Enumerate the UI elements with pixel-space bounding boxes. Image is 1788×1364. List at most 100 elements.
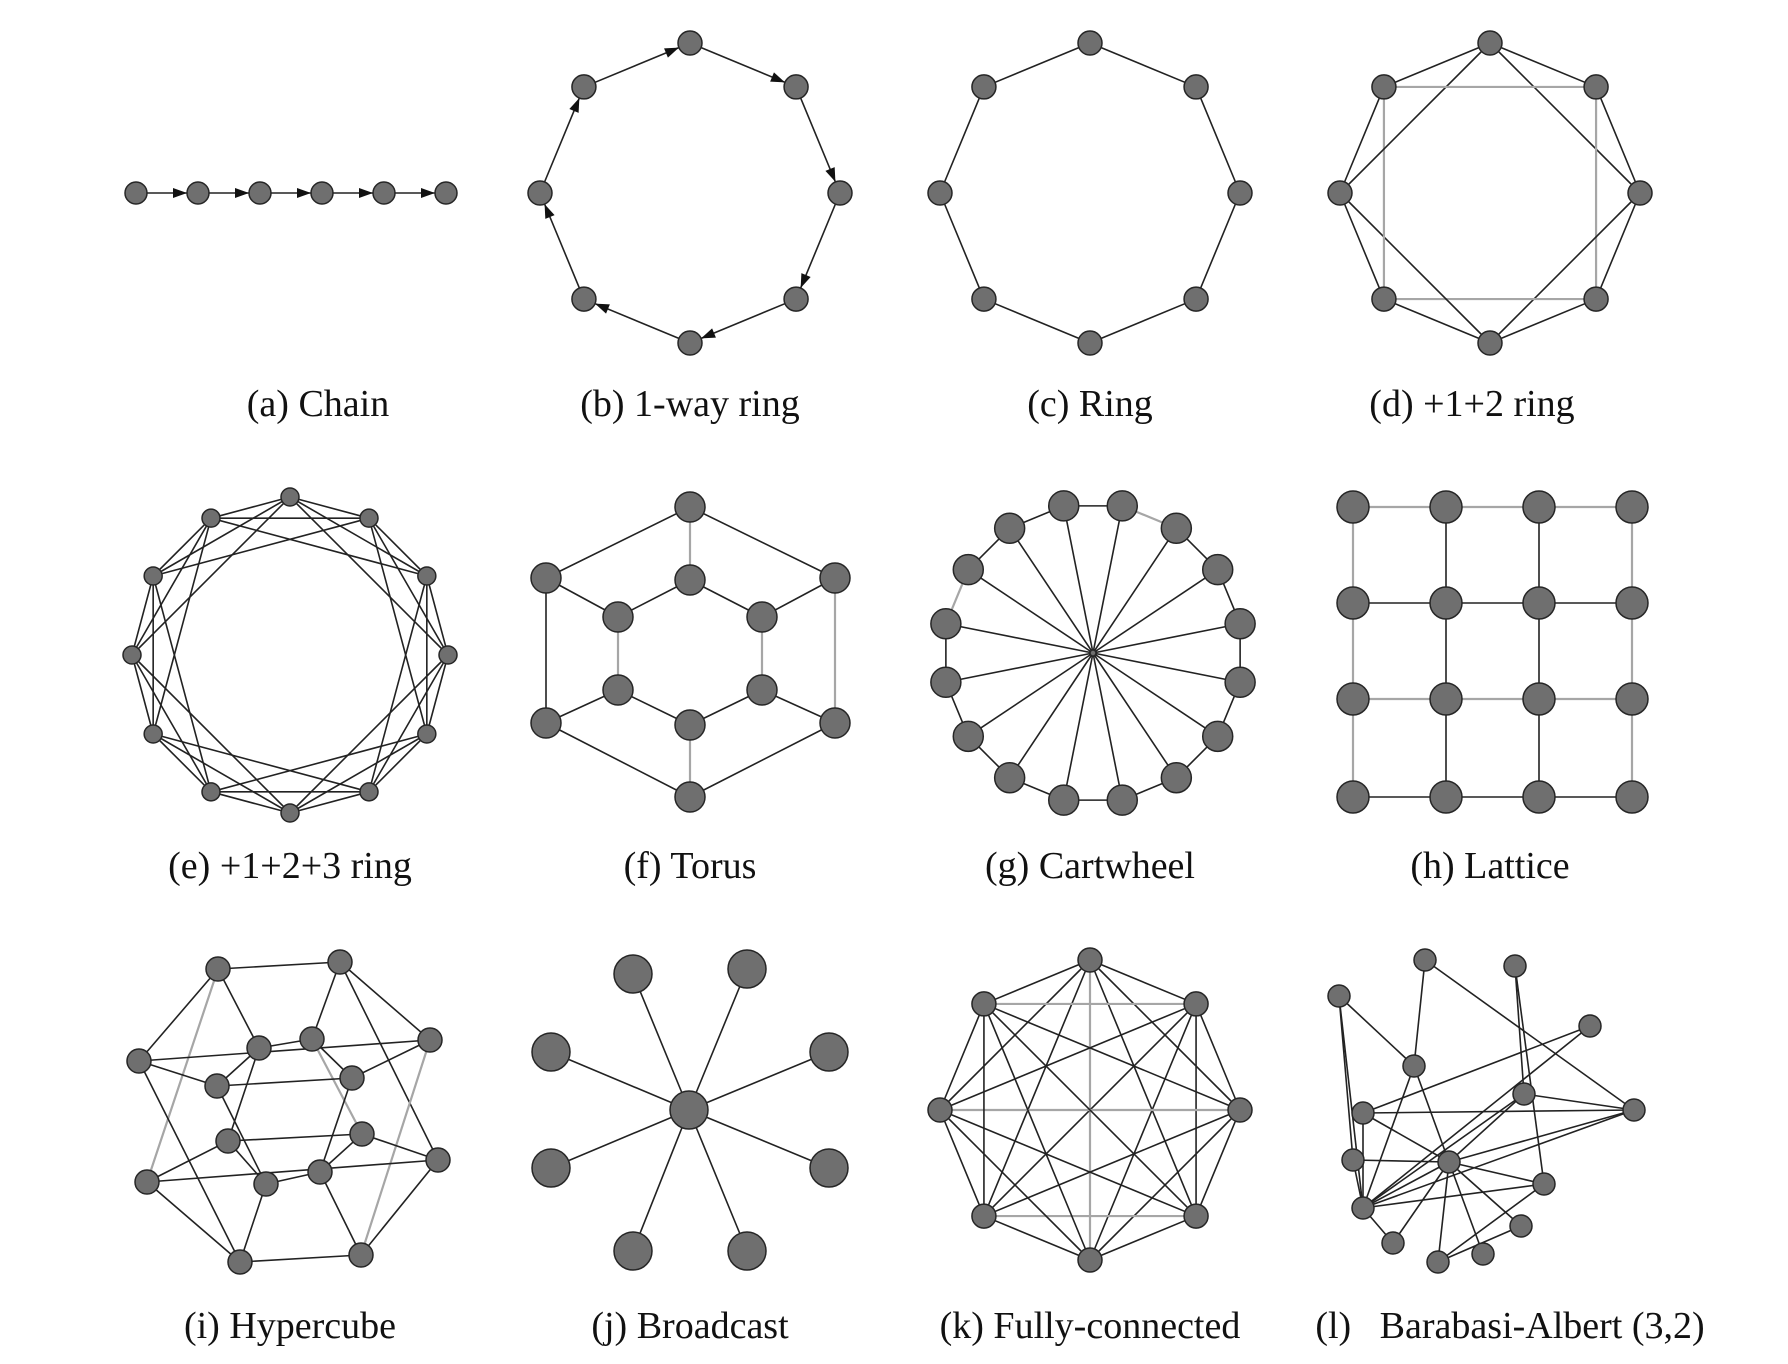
edge (983, 1215, 1091, 1261)
edge (289, 654, 449, 814)
node (1402, 1054, 1426, 1078)
node (674, 491, 706, 523)
edge (1362, 1025, 1591, 1114)
caption-ring: (c) Ring (1027, 383, 1153, 425)
caption-barabasi-albert: (l) Barabasi-Albert (3,2) (1315, 1305, 1704, 1347)
edge (368, 517, 428, 577)
node (1583, 286, 1609, 312)
node (417, 566, 437, 586)
arrowhead (235, 188, 249, 198)
node (971, 991, 997, 1017)
node (253, 1171, 279, 1197)
edge (368, 575, 428, 793)
edge (360, 1159, 439, 1256)
node (1106, 490, 1139, 522)
edge (1362, 1112, 1450, 1163)
node (993, 761, 1026, 794)
node (1106, 784, 1139, 816)
caption-fully-connected: (k) Fully-connected (940, 1305, 1241, 1347)
node (348, 1242, 374, 1268)
node (674, 709, 706, 741)
edge (1489, 192, 1641, 344)
node (1532, 1172, 1556, 1196)
node (1351, 1101, 1375, 1125)
edge (1339, 42, 1491, 194)
edge (688, 1051, 830, 1111)
node (809, 1148, 849, 1188)
edge (426, 654, 449, 735)
node (186, 181, 210, 205)
arrowhead (595, 303, 610, 314)
node (339, 1065, 365, 1091)
node (971, 286, 997, 312)
edge (1362, 1093, 1525, 1209)
node (602, 674, 634, 706)
node (1509, 1214, 1533, 1238)
edge (688, 1109, 830, 1169)
node (571, 286, 597, 312)
edge (152, 517, 212, 577)
edge (1089, 42, 1197, 88)
node (1336, 780, 1370, 814)
edge (131, 654, 212, 793)
node (530, 707, 562, 739)
edge (1448, 1161, 1484, 1255)
edge (426, 575, 449, 656)
panel-ring (927, 30, 1253, 356)
edge (217, 961, 341, 970)
edge (1448, 1109, 1635, 1163)
node (1471, 1242, 1495, 1266)
edge (138, 968, 219, 1062)
arrowhead (770, 72, 785, 83)
arrowhead (825, 167, 836, 182)
panel-cartwheel (930, 490, 1256, 816)
edge (1362, 1183, 1545, 1209)
edge (131, 654, 291, 814)
node (143, 566, 163, 586)
node (571, 74, 597, 100)
node (124, 181, 148, 205)
panel-ring-plus1-plus2 (1327, 30, 1653, 356)
node (1183, 991, 1209, 1017)
edge (216, 1085, 267, 1185)
node (310, 181, 334, 205)
edge (1092, 652, 1178, 779)
edge (138, 1060, 241, 1263)
node (1077, 330, 1103, 356)
edge (1092, 652, 1241, 684)
caption-hypercube: (i) Hypercube (184, 1305, 396, 1347)
node (1047, 490, 1080, 522)
edge (967, 568, 1094, 654)
edge (1092, 652, 1124, 801)
edge (368, 517, 428, 735)
edge (1062, 652, 1094, 801)
edge (1448, 1161, 1545, 1185)
node (248, 181, 272, 205)
edge (1383, 298, 1491, 344)
edge (210, 791, 291, 814)
edge (1595, 192, 1641, 300)
node (246, 1035, 272, 1061)
edge (689, 506, 836, 579)
node (1429, 586, 1463, 620)
edge (216, 1077, 353, 1087)
node (1615, 490, 1649, 524)
edge (983, 1003, 1197, 1217)
node (280, 487, 300, 507)
edge (152, 733, 291, 814)
edge (1089, 959, 1197, 1005)
node (819, 562, 851, 594)
node (417, 724, 437, 744)
node (126, 1048, 152, 1074)
node (1371, 74, 1397, 100)
panel-fully-connected (927, 947, 1253, 1273)
edge (1092, 527, 1178, 654)
panel-ring-plus1-plus2-plus3 (122, 487, 458, 823)
node (1381, 1231, 1405, 1255)
node (930, 607, 962, 640)
edge (152, 733, 370, 793)
node (1429, 490, 1463, 524)
node (727, 1231, 767, 1271)
panel-chain (124, 181, 458, 205)
